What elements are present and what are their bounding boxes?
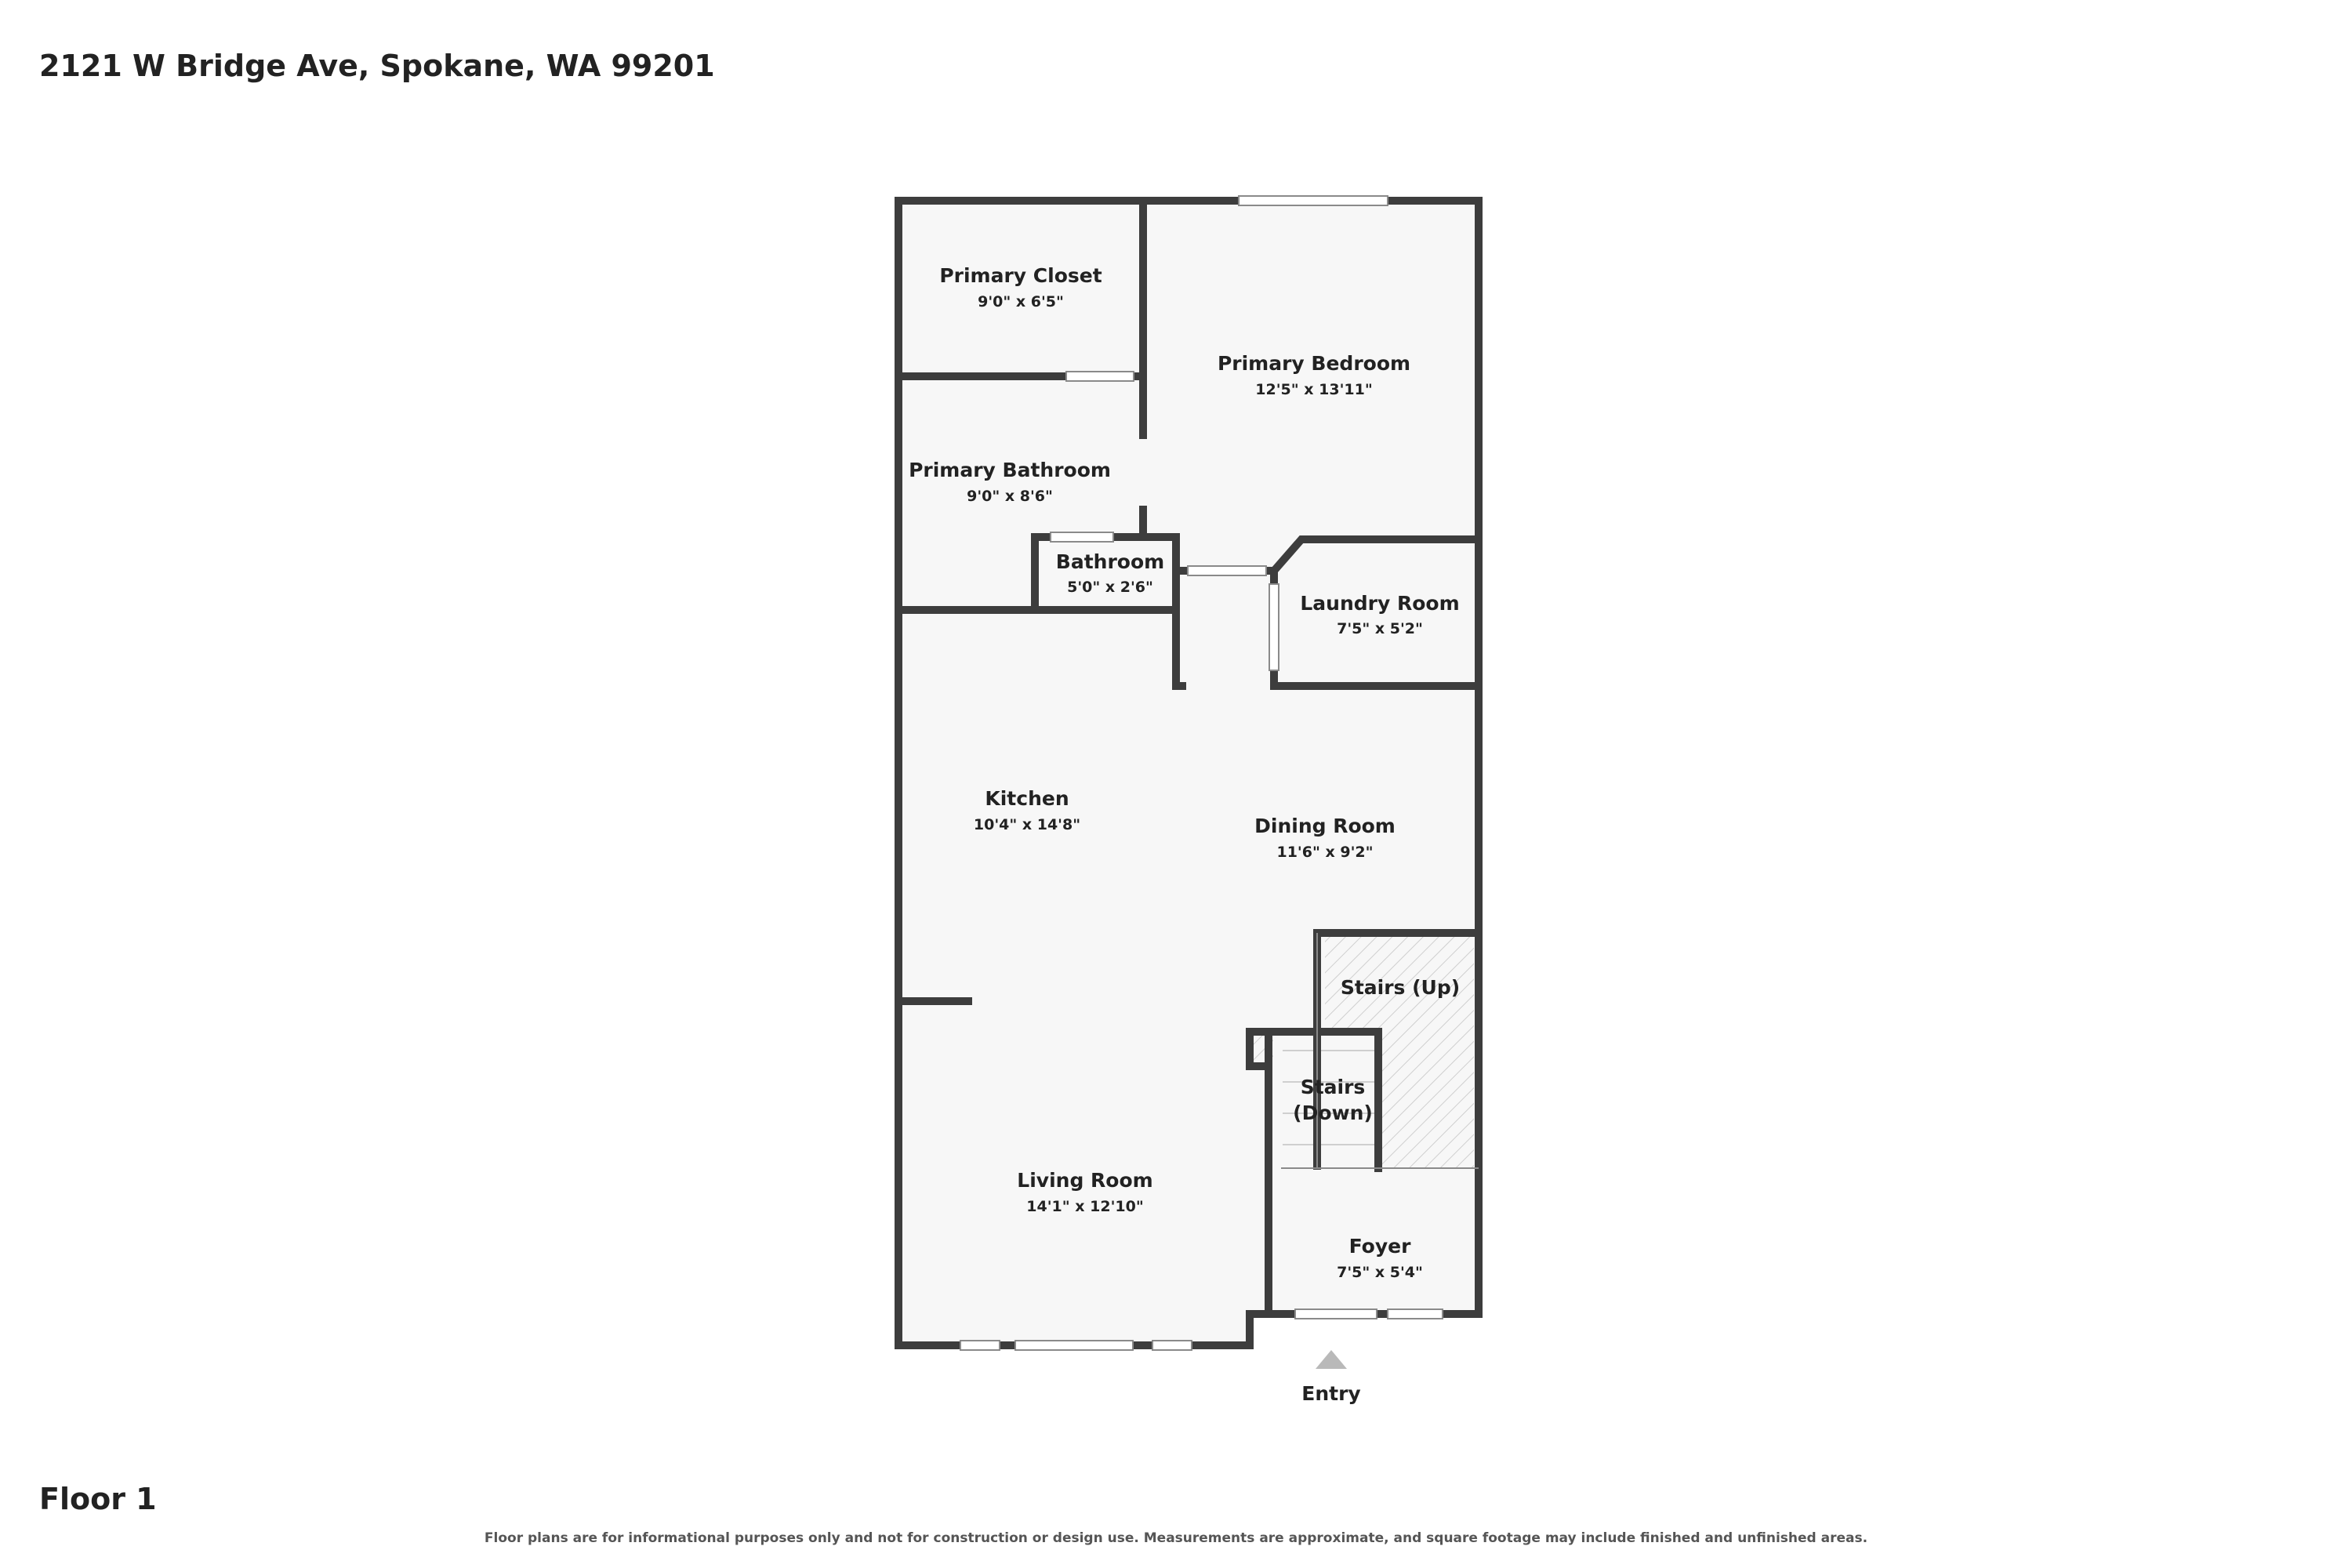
room-primary-bedroom: Primary Bedroom 12'5" x 13'11" [1218, 352, 1410, 398]
room-dims: 7'5" x 5'2" [1337, 620, 1423, 637]
entry-door [1294, 1308, 1377, 1319]
disclaimer: Floor plans are for informational purpos… [484, 1530, 1868, 1546]
room-dims: 7'5" x 5'4" [1337, 1264, 1423, 1281]
room-dims: 10'4" x 14'8" [974, 816, 1080, 833]
floor-label: Floor 1 [39, 1482, 157, 1516]
walls [895, 197, 1483, 1349]
room-laundry-room: Laundry Room 7'5" x 5'2" [1300, 592, 1459, 637]
room-name: Primary Closet [939, 264, 1102, 287]
room-name: Foyer [1349, 1235, 1411, 1258]
room-name-line1: Stairs [1301, 1076, 1366, 1098]
windows [960, 195, 1443, 1351]
room-name: Kitchen [985, 787, 1069, 810]
entry-arrow-icon [1316, 1350, 1347, 1369]
entry-label: Entry [1301, 1382, 1360, 1405]
room-name: Primary Bedroom [1218, 352, 1410, 375]
room-dims: 9'0" x 8'6" [967, 488, 1053, 505]
room-name: Stairs (Up) [1341, 976, 1460, 999]
room-dining-room: Dining Room 11'6" x 9'2" [1254, 815, 1396, 861]
hall-opening [1187, 565, 1267, 576]
laundry-door [1269, 583, 1279, 671]
living-window-3 [1152, 1340, 1192, 1351]
closet-door [1065, 371, 1134, 382]
room-stairs-down: Stairs (Down) [1293, 1076, 1373, 1124]
thin-lines [1281, 933, 1479, 1169]
room-name: Bathroom [1056, 550, 1164, 573]
room-dims: 12'5" x 13'11" [1255, 381, 1372, 398]
room-name: Laundry Room [1300, 592, 1459, 615]
stairs-down-treads [1283, 1050, 1375, 1145]
stairs-down-steps [1279, 1035, 1378, 1168]
room-name: Living Room [1017, 1169, 1152, 1192]
room-name: Dining Room [1254, 815, 1396, 837]
room-dims: 11'6" x 9'2" [1276, 844, 1373, 861]
room-name-line2: (Down) [1293, 1102, 1373, 1124]
living-window-1 [960, 1340, 1000, 1351]
room-bathroom: Bathroom 5'0" x 2'6" [1056, 550, 1164, 596]
room-name: Primary Bathroom [909, 459, 1111, 481]
room-living-room: Living Room 14'1" x 12'10" [1017, 1169, 1152, 1215]
bathroom-window [1050, 532, 1114, 543]
room-dims: 5'0" x 2'6" [1067, 579, 1153, 596]
bedroom-window [1238, 195, 1388, 206]
room-stairs-up: Stairs (Up) [1341, 976, 1460, 999]
property-address: 2121 W Bridge Ave, Spokane, WA 99201 [39, 49, 715, 83]
room-primary-bathroom: Primary Bathroom 9'0" x 8'6" [909, 459, 1111, 505]
room-kitchen: Kitchen 10'4" x 14'8" [974, 787, 1080, 833]
room-primary-closet: Primary Closet 9'0" x 6'5" [939, 264, 1102, 310]
room-dims: 14'1" x 12'10" [1026, 1198, 1143, 1215]
foyer-window [1387, 1308, 1443, 1319]
room-foyer: Foyer 7'5" x 5'4" [1337, 1235, 1423, 1281]
room-dims: 9'0" x 6'5" [978, 293, 1064, 310]
living-window-2 [1014, 1340, 1134, 1351]
